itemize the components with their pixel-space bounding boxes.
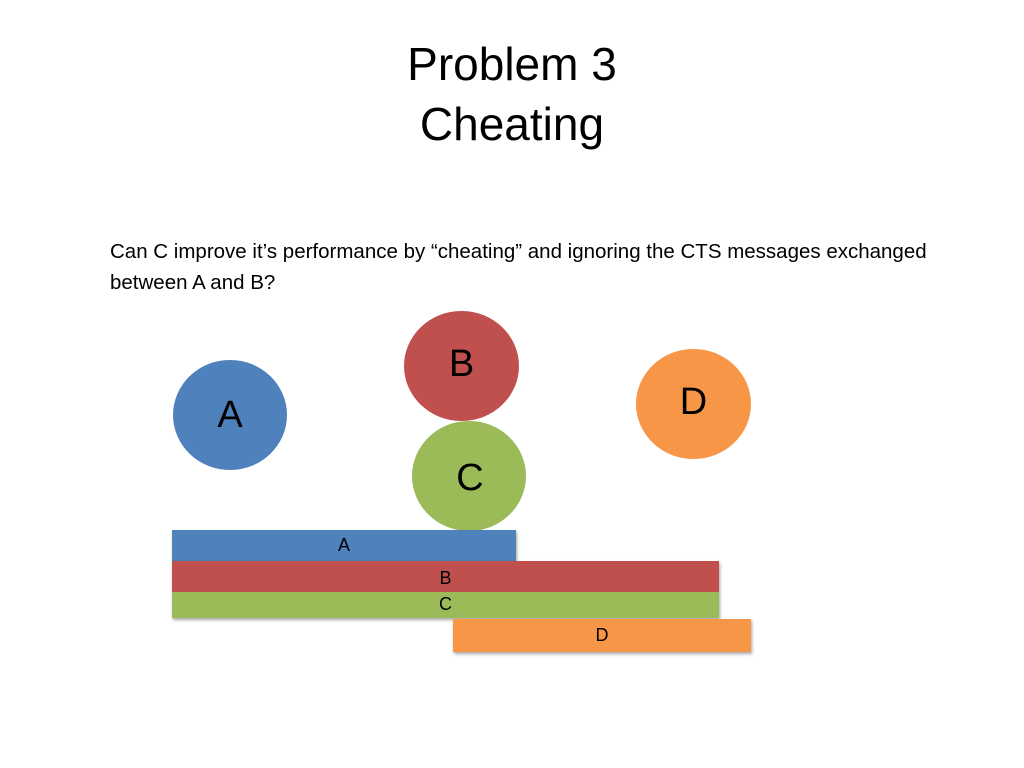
slide-title-line-1: Problem 3 [407,38,617,90]
node-b-circle: B [404,311,519,421]
slide-title: Problem 3 Cheating [0,34,1024,154]
range-bar-c-label: C [439,593,452,614]
slide-title-line-2: Cheating [419,98,605,150]
node-d-label: D [679,380,708,423]
node-a-circle: A [173,360,287,470]
node-c-circle: C [412,421,526,531]
node-d-circle: D [636,349,751,459]
range-bar-d-label: D [595,625,609,645]
range-bar-a-label: A [337,535,350,555]
range-bar-b: B [172,561,719,592]
range-bar-c: C [172,592,719,618]
node-b-label: B [448,342,475,385]
range-bar-b-label: B [439,568,452,588]
range-bar-a: A [172,530,516,561]
node-c-label: C [456,456,484,499]
question-text: Can C improve it’s performance by “cheat… [110,240,927,294]
range-bar-d: D [453,619,751,652]
node-a-label: A [217,393,243,436]
